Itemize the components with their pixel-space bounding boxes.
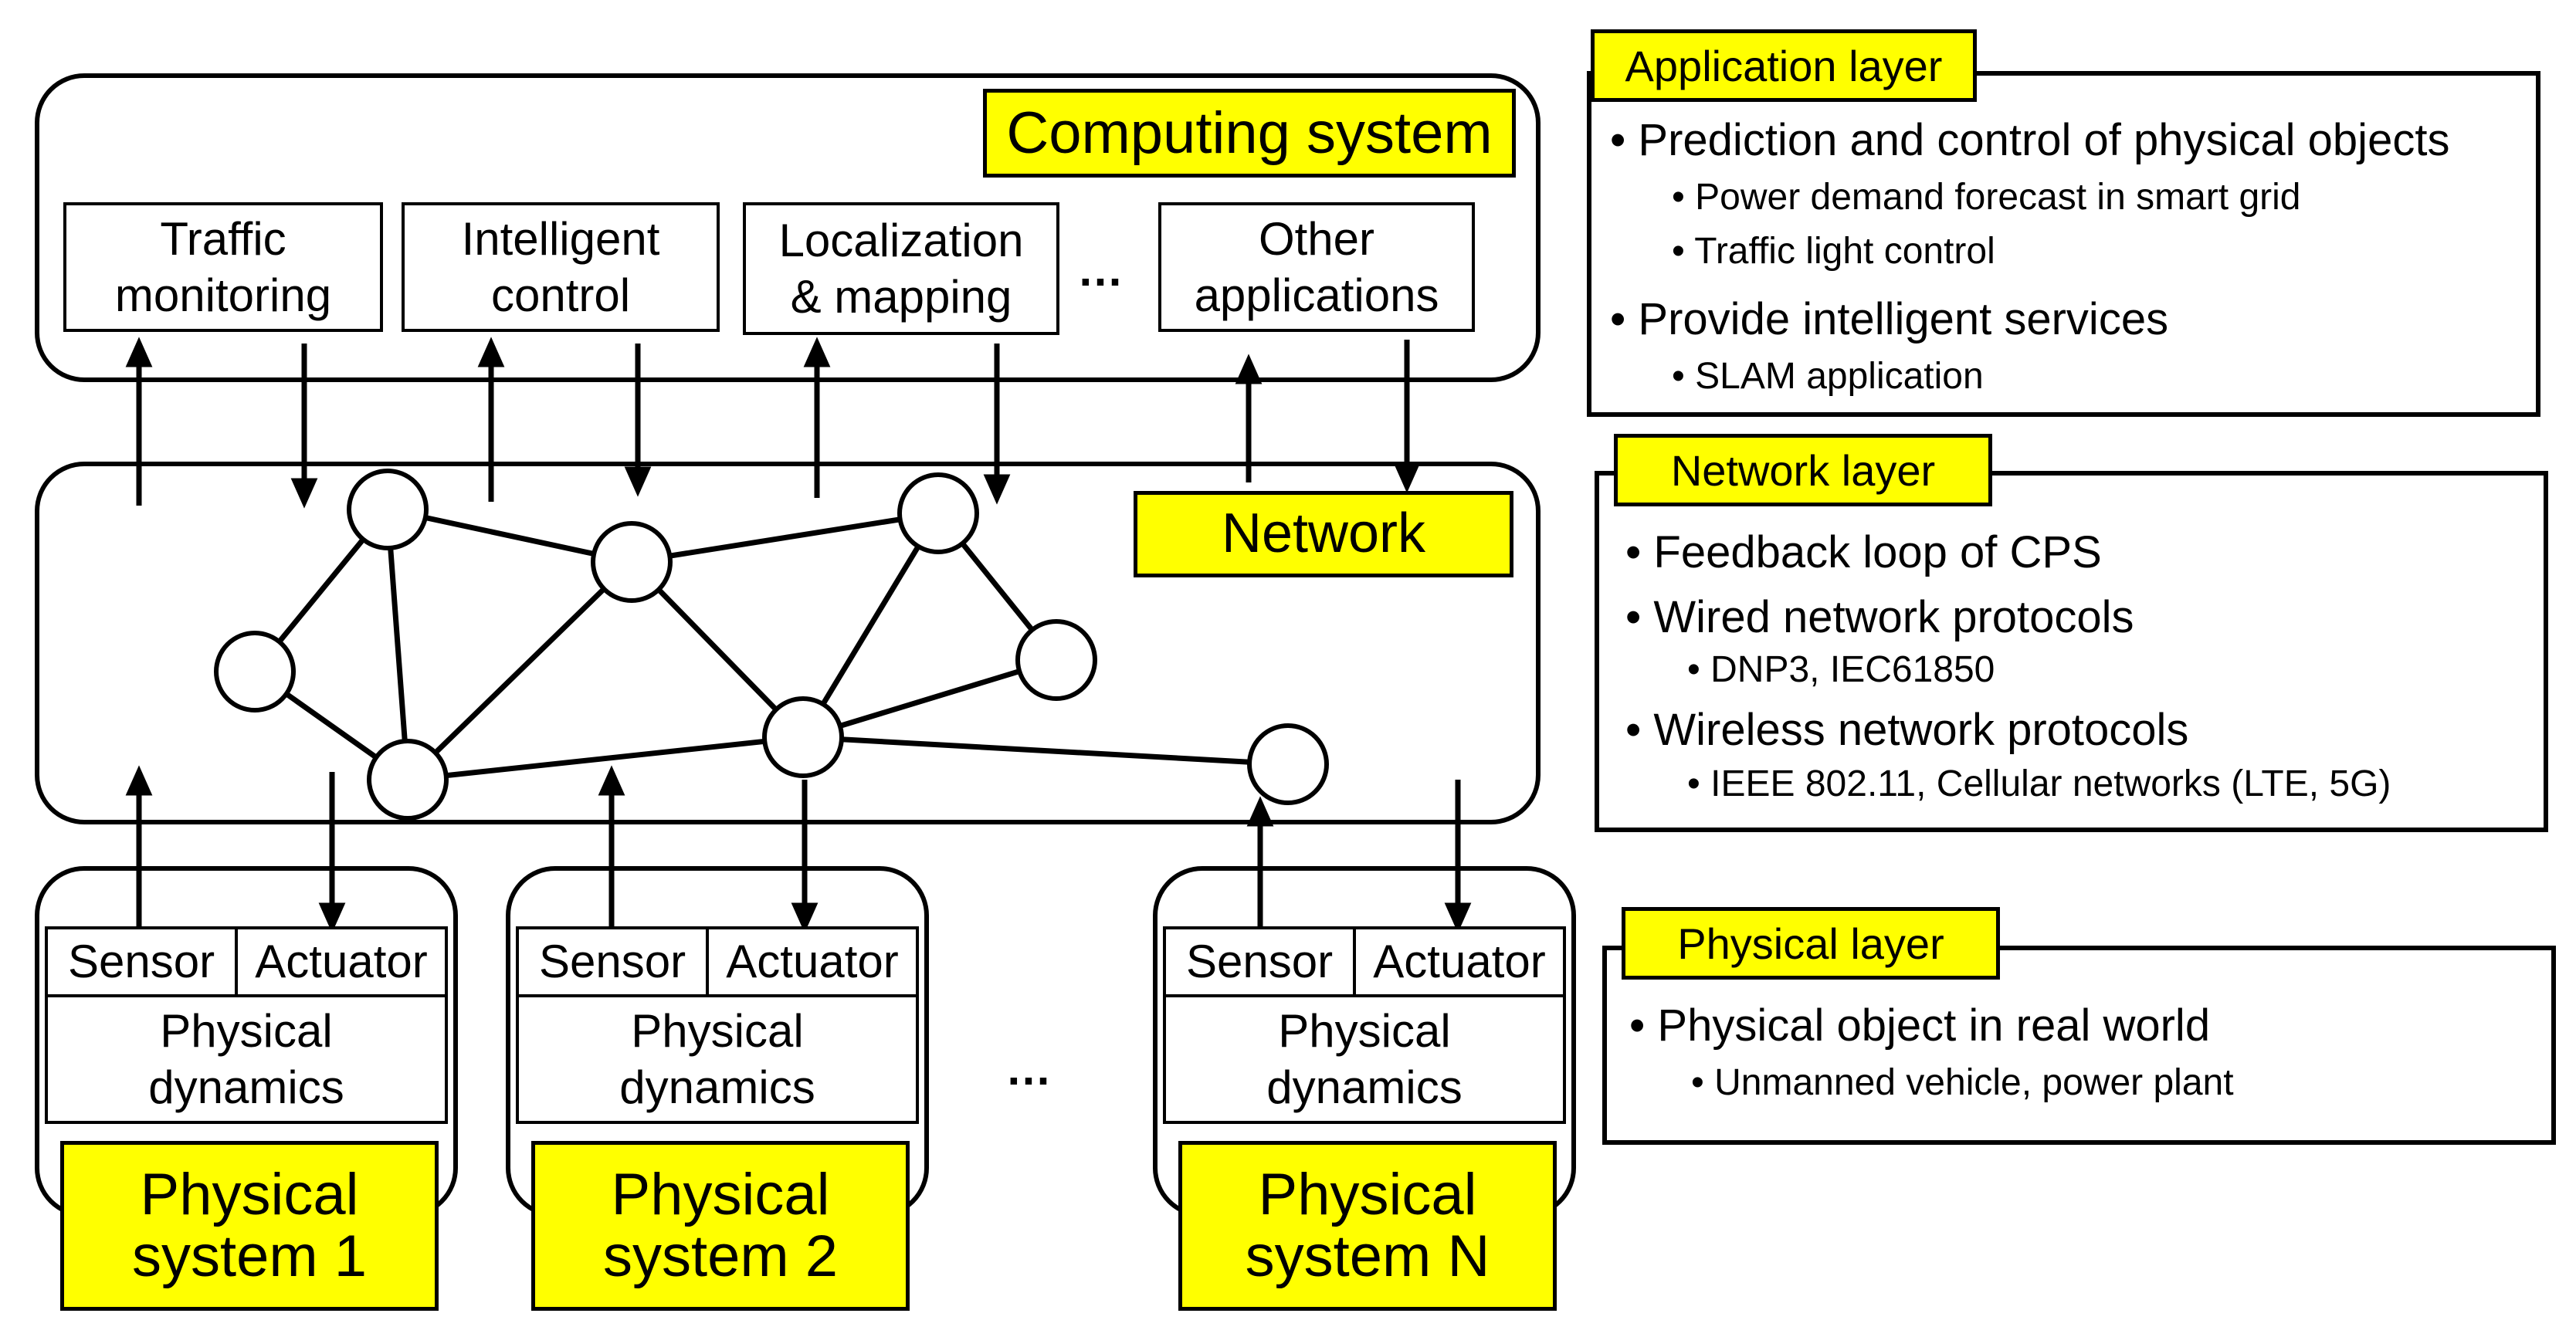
net-node: [897, 472, 979, 554]
app-line1: Intelligent: [461, 212, 660, 265]
app-intelligent-control: Intelligent control: [402, 202, 720, 332]
net-node: [214, 631, 296, 713]
app-line2: control: [490, 269, 631, 321]
actuator-n: Actuator: [1353, 926, 1566, 997]
app-bullet: • Traffic light control: [1672, 231, 1995, 272]
app-localization-mapping: Localization & mapping: [743, 202, 1059, 335]
name-line1: Physical: [140, 1162, 359, 1228]
physical-system-2-label: Physical system 2: [531, 1141, 910, 1311]
sensor-2: Sensor: [516, 926, 709, 997]
name-line2: system N: [1245, 1224, 1490, 1289]
computing-system-title: Computing system: [983, 89, 1516, 178]
dyn-line2: dynamics: [148, 1061, 344, 1113]
physical-dynamics-1: Physical dynamics: [45, 994, 448, 1124]
net-edge: [801, 512, 941, 739]
network-box: [35, 462, 1541, 824]
net-node: [762, 696, 844, 778]
dyn-line1: Physical: [160, 1004, 333, 1057]
network-bullet: • Wired network protocols: [1625, 592, 2134, 642]
net-edge: [631, 510, 939, 565]
physical-dynamics-n: Physical dynamics: [1163, 994, 1566, 1124]
network-bullet: • DNP3, IEC61850: [1687, 649, 1995, 690]
dyn-line2: dynamics: [1266, 1061, 1463, 1113]
name-line1: Physical: [611, 1162, 830, 1228]
app-line1: Other: [1258, 212, 1375, 265]
net-edge: [802, 734, 1289, 767]
network-bullet: • IEEE 802.11, Cellular networks (LTE, 5…: [1687, 763, 2391, 804]
actuator-1: Actuator: [235, 926, 448, 997]
app-bullet: • Prediction and control of physical obj…: [1610, 115, 2450, 165]
physical-bullet: • Unmanned vehicle, power plant: [1691, 1062, 2234, 1103]
computing-system-box: [35, 73, 1541, 382]
app-line2: & mapping: [790, 271, 1012, 323]
physical-dynamics-2: Physical dynamics: [516, 994, 919, 1124]
net-edge: [802, 657, 1058, 740]
app-bullet: • Provide intelligent services: [1610, 294, 2169, 344]
app-line1: Localization: [778, 214, 1024, 266]
app-bullet: • SLAM application: [1672, 356, 1984, 397]
app-line1: Traffic: [160, 212, 286, 265]
net-node: [367, 739, 449, 821]
actuator-2: Actuator: [706, 926, 919, 997]
dyn-line1: Physical: [631, 1004, 804, 1057]
app-bullet: • Power demand forecast in smart grid: [1672, 177, 2301, 218]
network-layer-label: Network layer: [1614, 434, 1992, 506]
apps-ellipsis: …: [1077, 244, 1128, 296]
app-traffic-monitoring: Traffic monitoring: [63, 202, 383, 332]
application-layer-panel: [1587, 71, 2540, 417]
app-other-applications: Other applications: [1158, 202, 1475, 332]
net-edge: [387, 506, 632, 565]
network-layer-panel: [1595, 471, 2548, 832]
net-edge: [407, 734, 804, 783]
name-line2: system 1: [131, 1224, 368, 1289]
net-edge: [385, 509, 411, 780]
sensor-1: Sensor: [45, 926, 238, 997]
net-node: [591, 521, 673, 603]
name-line2: system 2: [602, 1224, 839, 1289]
physical-systems-ellipsis: …: [1005, 1043, 1056, 1095]
name-line1: Physical: [1258, 1162, 1477, 1228]
sensor-n: Sensor: [1163, 926, 1356, 997]
physical-system-1-label: Physical system 1: [60, 1141, 439, 1311]
app-line2: applications: [1194, 269, 1439, 321]
net-node: [1015, 619, 1097, 701]
physical-bullet: • Physical object in real world: [1629, 1000, 2211, 1051]
dyn-line2: dynamics: [619, 1061, 815, 1113]
app-line2: monitoring: [114, 269, 332, 321]
net-node: [347, 469, 429, 550]
network-bullet: • Feedback loop of CPS: [1625, 527, 2102, 577]
net-edge: [405, 560, 634, 782]
dyn-line1: Physical: [1278, 1004, 1451, 1057]
net-node: [1247, 723, 1329, 805]
physical-layer-label: Physical layer: [1622, 907, 2000, 980]
physical-system-n-label: Physical system N: [1178, 1141, 1557, 1311]
network-bullet: • Wireless network protocols: [1625, 705, 2189, 755]
network-title: Network: [1134, 491, 1513, 577]
application-layer-label: Application layer: [1591, 29, 1977, 102]
